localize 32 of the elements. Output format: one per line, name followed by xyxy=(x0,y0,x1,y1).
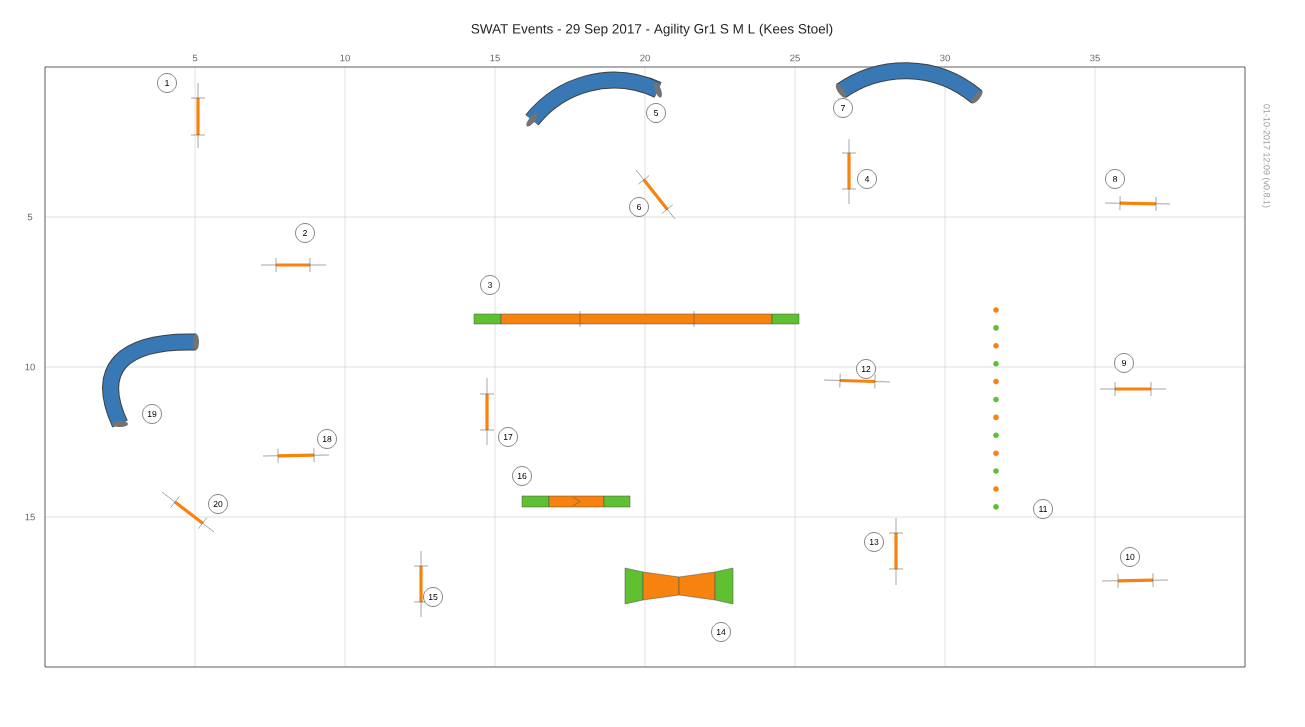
obstacle-number: 9 xyxy=(1114,353,1134,373)
obstacle-number: 1 xyxy=(157,73,177,93)
obstacle-number: 20 xyxy=(208,494,228,514)
obstacle-number: 14 xyxy=(711,622,731,642)
obstacle-number: 8 xyxy=(1105,169,1125,189)
axis-tick-label: 25 xyxy=(790,54,800,62)
axis-tick-label: 30 xyxy=(940,54,950,62)
axis-tick-label: 20 xyxy=(640,54,650,62)
obstacle-number: 5 xyxy=(646,103,666,123)
axis-tick-label: 15 xyxy=(490,54,500,62)
axis-tick-label: 5 xyxy=(27,213,33,221)
obstacle-number: 4 xyxy=(857,169,877,189)
axis-tick-label: 5 xyxy=(192,54,198,62)
axis-tick-label: 35 xyxy=(1090,54,1100,62)
obstacle-number: 13 xyxy=(864,532,884,552)
obstacle-number: 15 xyxy=(423,587,443,607)
obstacle-number: 3 xyxy=(480,275,500,295)
obstacle-number: 6 xyxy=(629,197,649,217)
obstacle-number: 2 xyxy=(295,223,315,243)
timestamp: 01-10-2017 12:09 (v0.8.1) xyxy=(1261,104,1271,208)
obstacle-number: 7 xyxy=(833,98,853,118)
obstacle-number: 12 xyxy=(856,359,876,379)
obstacle-number: 16 xyxy=(512,466,532,486)
axis-tick-label: 15 xyxy=(25,513,35,521)
axis-tick-label: 10 xyxy=(25,363,35,371)
obstacle-number: 18 xyxy=(317,429,337,449)
obstacle-number: 19 xyxy=(142,404,162,424)
chart-title: SWAT Events - 29 Sep 2017 - Agility Gr1 S M L (Kees Stoel) xyxy=(471,23,833,37)
obstacle-number: 10 xyxy=(1120,547,1140,567)
obstacle-number: 11 xyxy=(1033,499,1053,519)
obstacle-number: 17 xyxy=(498,427,518,447)
axis-tick-label: 10 xyxy=(340,54,350,62)
